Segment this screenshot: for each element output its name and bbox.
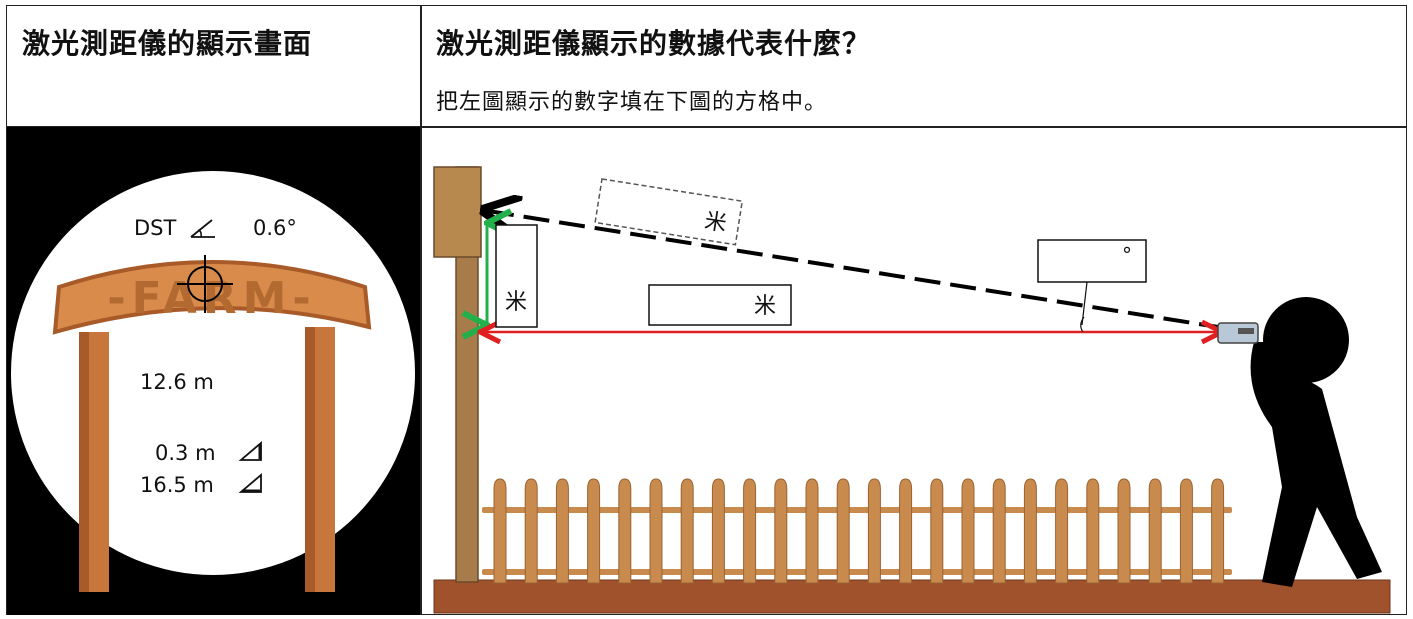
fence-picket [711, 478, 725, 584]
fence-picket [930, 478, 944, 584]
fence-picket [774, 478, 788, 584]
vertical-leg-triangle-icon [238, 441, 262, 461]
fence-picket [899, 478, 913, 584]
horizontal-distance-box[interactable]: 米 [648, 284, 792, 326]
fence-picket [1117, 478, 1131, 584]
fence-picket [649, 478, 663, 584]
fence-picket [1179, 478, 1193, 584]
dst-label: DST [134, 216, 177, 240]
distance-value: 12.6 m [140, 370, 214, 394]
fence-picket [680, 478, 694, 584]
rangefinder-display: -FARM- DST 0.6° 12.6 m 0.3 m 16.5 m [11, 171, 415, 592]
angle-box[interactable]: ° [1037, 239, 1147, 333]
measurement-diagram: 米 米 米 ° [433, 166, 1391, 614]
fence-picket [992, 478, 1006, 584]
fence-picket [1086, 478, 1100, 584]
fence-picket [587, 478, 601, 584]
horizontal-value: 16.5 m [140, 473, 214, 497]
instruction-text: 把左圖顯示的數字填在下圖的方格中。 [436, 90, 828, 115]
fence-picket [1055, 478, 1069, 584]
post-target-board [433, 166, 482, 258]
angle-unit: ° [1122, 243, 1132, 267]
fence-picket [961, 478, 975, 584]
height-value: 0.3 m [155, 441, 216, 465]
horizontal-leg-triangle-icon [238, 473, 262, 493]
ground [433, 579, 1391, 614]
fence-picket [493, 478, 507, 584]
row-divider [6, 126, 1407, 128]
fence [482, 478, 1232, 584]
rangefinder-device-icon [1217, 322, 1259, 344]
fence-picket [524, 478, 538, 584]
farm-sign [52, 260, 372, 335]
horizontal-distance-unit: 米 [754, 294, 776, 319]
column-divider [420, 5, 422, 615]
fence-picket [805, 478, 819, 584]
angle-value: 0.6° [253, 216, 297, 240]
person-silhouette [1250, 297, 1382, 587]
fence-picket [743, 478, 757, 584]
height-unit: 米 [505, 290, 527, 315]
height-box[interactable]: 米 [495, 224, 538, 328]
slanted-distance-unit: 米 [703, 209, 729, 237]
fence-picket [555, 478, 569, 584]
rangefinder-display-panel: -FARM- DST 0.6° 12.6 m 0.3 m 16.5 m [7, 127, 420, 615]
right-column-title: 激光測距儀顯示的數據代表什麼？ [436, 27, 872, 60]
laser-line-of-sight [488, 211, 1219, 329]
farm-sign-text: -FARM- [107, 273, 316, 324]
worksheet-frame [6, 5, 1407, 615]
slanted-distance-box[interactable]: 米 [594, 178, 744, 246]
left-column-title: 激光測距儀的顯示畫面 [22, 27, 313, 60]
crosshair-icon [177, 255, 233, 313]
fence-picket [1211, 478, 1225, 584]
fence-picket [618, 478, 632, 584]
fence-picket [867, 478, 881, 584]
fence-picket [1148, 478, 1162, 584]
fence-picket [836, 478, 850, 584]
fence-picket [1023, 478, 1037, 584]
measurement-diagram-panel: 米 米 米 ° [422, 127, 1406, 615]
angle-icon [190, 219, 215, 238]
